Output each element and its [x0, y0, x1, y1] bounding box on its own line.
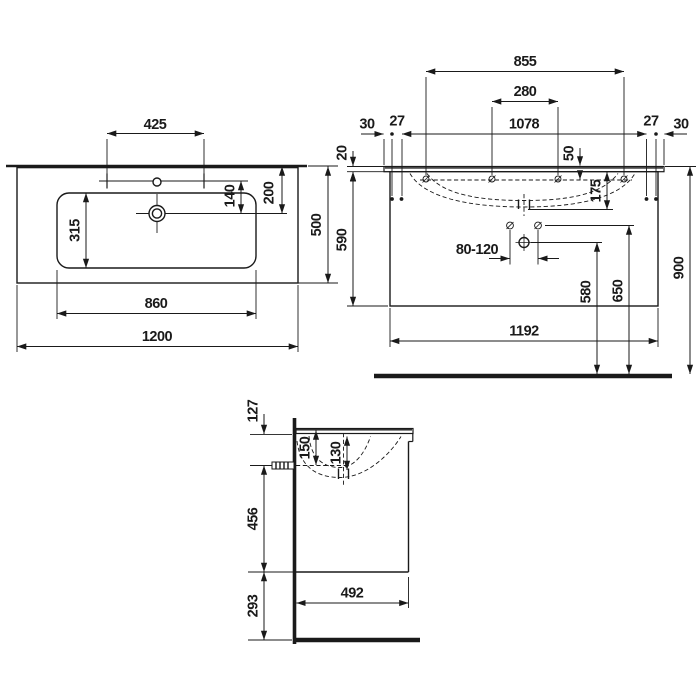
dim-50: 50 — [562, 146, 584, 180]
dim-label-1078: 1078 — [509, 117, 540, 133]
dim-label-30-left: 30 — [359, 117, 375, 133]
dim-label-27-right: 27 — [643, 114, 659, 130]
knockout-icon-4 — [620, 175, 628, 183]
knockout-icon-3 — [554, 175, 562, 183]
knockout-icon-2 — [488, 175, 496, 183]
dim-row-30-27-1078: 30 27 1078 27 30 — [359, 114, 689, 196]
dim-label-175: 175 — [589, 179, 605, 202]
dim-label-500: 500 — [309, 213, 325, 236]
dim-label-900: 900 — [672, 256, 688, 279]
dim-130: 130 — [329, 436, 351, 470]
dim-label-280: 280 — [514, 84, 537, 100]
dim-127: 127 — [246, 399, 292, 466]
dim-label-150: 150 — [298, 436, 314, 459]
dim-80-120: 80-120 — [456, 230, 559, 265]
dim-492: 492 — [296, 577, 409, 608]
basin-bowl-hidden-outline — [296, 433, 402, 485]
wall-pipe-icon — [271, 461, 295, 470]
dim-900: 900 — [665, 166, 696, 374]
dim-label-590: 590 — [335, 228, 351, 251]
dim-label-20: 20 — [335, 145, 351, 161]
dim-293: 293 — [246, 572, 292, 641]
dim-label-127: 127 — [246, 399, 262, 422]
dim-label-855: 855 — [514, 54, 537, 70]
mounting-hole-dots — [390, 197, 658, 201]
dim-315: 315 — [68, 193, 90, 268]
dim-label-315: 315 — [68, 219, 84, 242]
dim-580: 580 — [531, 242, 602, 374]
dim-456: 456 — [246, 465, 294, 573]
dim-150: 150 — [298, 430, 320, 465]
washbasin-side-profile — [295, 427, 414, 443]
drain-hidden-icon — [517, 194, 531, 216]
dim-label-860: 860 — [145, 296, 168, 312]
knockout-icon-1 — [422, 175, 430, 183]
tap-knockout-icons — [422, 175, 628, 183]
dim-label-130: 130 — [329, 441, 345, 464]
side-view: 150 130 127 456 293 492 — [246, 399, 420, 644]
dim-label-30-right: 30 — [673, 117, 689, 133]
dim-label-50: 50 — [562, 146, 578, 162]
dim-425: 425 — [106, 117, 205, 174]
overflow-hole-icon — [152, 177, 162, 187]
water-supply-icons — [506, 221, 542, 230]
dim-855: 855 — [425, 54, 625, 175]
front-view: 855 280 30 27 1078 27 30 — [335, 54, 696, 379]
cabinet-side-profile — [296, 441, 410, 573]
dim-label-650: 650 — [611, 279, 627, 302]
dim-label-200: 200 — [262, 181, 278, 204]
dim-label-580: 580 — [579, 280, 595, 303]
dim-20: 20 — [335, 145, 390, 187]
dim-label-425: 425 — [144, 117, 167, 133]
dim-1192: 1192 — [389, 308, 659, 347]
dim-label-456: 456 — [246, 507, 262, 530]
dim-650: 650 — [545, 225, 634, 374]
dim-200: 200 — [262, 166, 286, 214]
dim-label-80-120: 80-120 — [456, 242, 499, 258]
dim-label-293: 293 — [246, 594, 262, 617]
dim-label-492: 492 — [341, 586, 364, 602]
dim-label-27-left: 27 — [389, 114, 405, 130]
dim-860: 860 — [56, 270, 257, 319]
dim-175: 175 — [528, 172, 613, 210]
dim-label-1192: 1192 — [509, 324, 539, 340]
dim-140: 140 — [223, 181, 245, 214]
dim-500: 500 — [298, 165, 338, 284]
dim-1200: 1200 — [16, 285, 299, 352]
siphon-outlet-icon — [515, 234, 533, 251]
plan-view: 425 140 200 315 500 860 — [6, 117, 338, 352]
dim-590: 590 — [335, 171, 388, 307]
dim-280: 280 — [491, 84, 559, 175]
washbasin-top-outline — [6, 164, 307, 284]
drain-hole-icon — [136, 194, 287, 233]
basin-hidden-outline — [409, 173, 636, 208]
dim-label-140: 140 — [223, 184, 239, 207]
dim-label-1200: 1200 — [142, 329, 173, 345]
